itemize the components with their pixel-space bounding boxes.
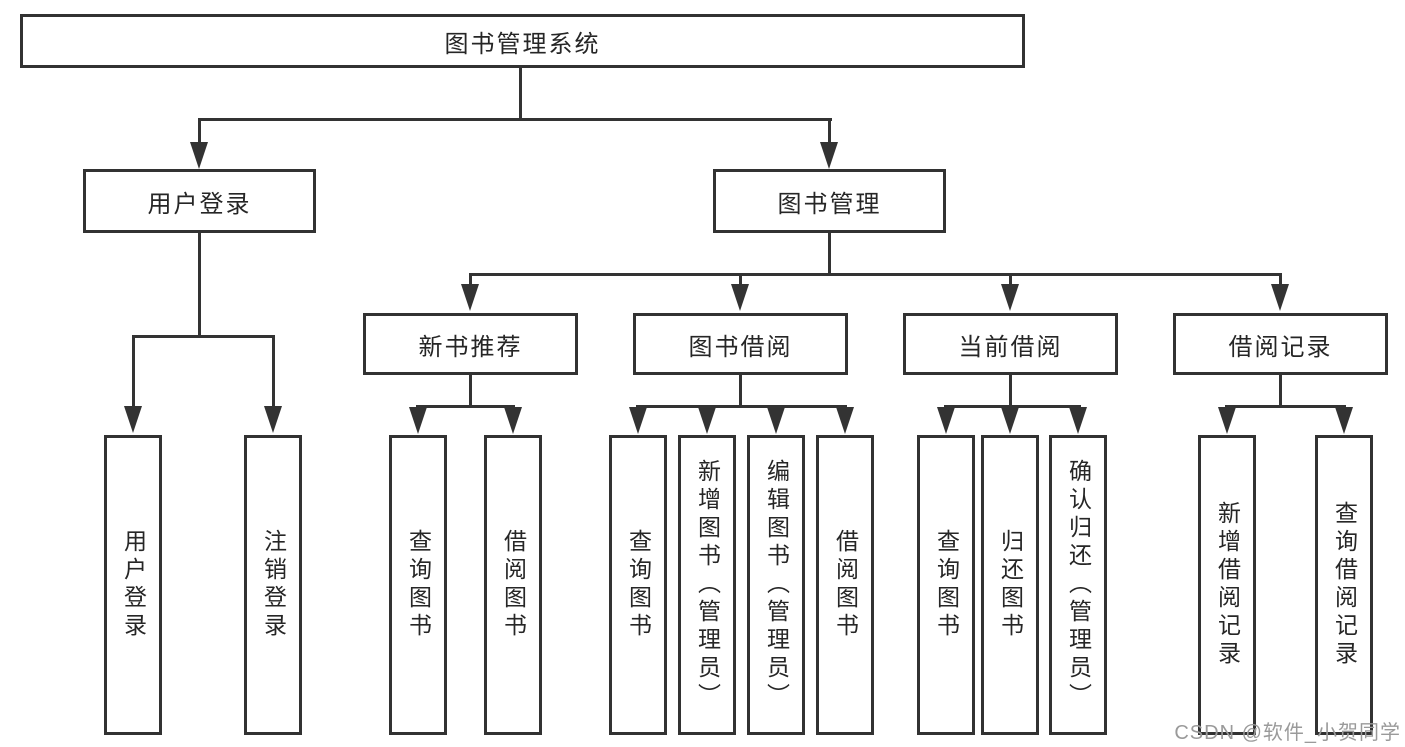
arrow-to-leaf-borrowing-add bbox=[698, 407, 716, 434]
leaf-borrowing-edit-books-admin: 编辑图书（管理员） bbox=[747, 435, 805, 735]
leaf-logout-label: 注销登录 bbox=[260, 529, 287, 641]
leaf-records-query-record: 查询借阅记录 bbox=[1315, 435, 1373, 735]
leaf-logout: 注销登录 bbox=[244, 435, 302, 735]
connector-book-management-split bbox=[469, 273, 1282, 276]
arrow-to-leaf-current-return bbox=[1001, 407, 1019, 434]
arrow-to-borrow-records bbox=[1271, 284, 1289, 311]
leaf-borrowing-borrow-books-label: 借阅图书 bbox=[832, 529, 859, 641]
node-book-borrowing-label: 图书借阅 bbox=[688, 333, 793, 361]
connector-book-management-drop bbox=[828, 118, 831, 144]
arrow-to-leaf-current-query bbox=[937, 407, 955, 434]
connector-current-borrowing-stem bbox=[1009, 375, 1012, 405]
arrow-to-leaf-borrowing-borrow bbox=[836, 407, 854, 434]
arrow-to-leaf-records-add bbox=[1218, 407, 1236, 434]
connector-leaf-logout-drop bbox=[272, 335, 275, 407]
leaf-borrowing-query-books-label: 查询图书 bbox=[625, 529, 652, 641]
node-user-login-label: 用户登录 bbox=[147, 190, 252, 218]
arrow-to-leaf-borrowing-edit bbox=[767, 407, 785, 434]
node-book-management: 图书管理 bbox=[713, 169, 946, 233]
node-root-label: 图书管理系统 bbox=[444, 30, 601, 58]
node-user-login: 用户登录 bbox=[83, 169, 316, 233]
arrow-to-leaf-user-login bbox=[124, 406, 142, 433]
connector-current-borrowing-drop bbox=[1009, 273, 1012, 285]
leaf-newbook-query-books-label: 查询图书 bbox=[405, 529, 432, 641]
connector-user-login-stem bbox=[198, 233, 201, 335]
leaf-current-return-books-label: 归还图书 bbox=[997, 529, 1024, 641]
node-book-management-label: 图书管理 bbox=[777, 190, 882, 218]
leaf-user-login: 用户登录 bbox=[104, 435, 162, 735]
arrow-to-leaf-logout bbox=[264, 406, 282, 433]
leaf-current-query-books: 查询图书 bbox=[917, 435, 975, 735]
connector-borrow-records-stem bbox=[1279, 375, 1282, 405]
leaf-newbook-query-books: 查询图书 bbox=[389, 435, 447, 735]
node-book-borrowing: 图书借阅 bbox=[633, 313, 848, 375]
connector-root-split bbox=[198, 118, 832, 121]
connector-book-borrowing-stem bbox=[739, 375, 742, 405]
leaf-user-login-label: 用户登录 bbox=[120, 529, 147, 641]
leaf-borrowing-borrow-books: 借阅图书 bbox=[816, 435, 874, 735]
arrow-to-leaf-current-confirm bbox=[1069, 407, 1087, 434]
leaf-records-add-record-label: 新增借阅记录 bbox=[1214, 501, 1241, 669]
leaf-newbook-borrow-books: 借阅图书 bbox=[484, 435, 542, 735]
connector-book-borrowing-split bbox=[636, 405, 847, 408]
connector-book-management-stem bbox=[828, 233, 831, 273]
arrow-to-leaf-borrowing-query bbox=[629, 407, 647, 434]
connector-book-borrowing-drop bbox=[739, 273, 742, 285]
node-current-borrowing-label: 当前借阅 bbox=[958, 333, 1063, 361]
connector-root-stem bbox=[519, 68, 522, 118]
connector-new-book-drop bbox=[469, 273, 472, 285]
node-current-borrowing: 当前借阅 bbox=[903, 313, 1118, 375]
arrow-to-current-borrowing bbox=[1001, 284, 1019, 311]
leaf-current-query-books-label: 查询图书 bbox=[933, 529, 960, 641]
leaf-borrowing-add-books-admin: 新增图书（管理员） bbox=[678, 435, 736, 735]
arrow-to-leaf-records-query bbox=[1335, 407, 1353, 434]
connector-leaf-user-login-drop bbox=[132, 335, 135, 407]
arrow-to-leaf-newbook-borrow bbox=[504, 407, 522, 434]
arrow-to-leaf-newbook-query bbox=[409, 407, 427, 434]
node-borrow-records-label: 借阅记录 bbox=[1228, 333, 1333, 361]
leaf-newbook-borrow-books-label: 借阅图书 bbox=[500, 529, 527, 641]
leaf-borrowing-query-books: 查询图书 bbox=[609, 435, 667, 735]
connector-borrow-records-drop bbox=[1279, 273, 1282, 285]
leaf-current-return-books: 归还图书 bbox=[981, 435, 1039, 735]
csdn-watermark: CSDN @软件_小贺同学 bbox=[1174, 722, 1401, 744]
connector-current-borrowing-split bbox=[944, 405, 1081, 408]
arrow-to-user-login bbox=[190, 142, 208, 169]
leaf-records-add-record: 新增借阅记录 bbox=[1198, 435, 1256, 735]
node-root: 图书管理系统 bbox=[20, 14, 1025, 68]
connector-user-login-split bbox=[132, 335, 275, 338]
arrow-to-book-management bbox=[820, 142, 838, 169]
leaf-borrowing-edit-books-admin-label: 编辑图书（管理员） bbox=[763, 459, 790, 711]
node-borrow-records: 借阅记录 bbox=[1173, 313, 1388, 375]
node-new-book-recommend: 新书推荐 bbox=[363, 313, 578, 375]
leaf-current-confirm-return-admin: 确认归还（管理员） bbox=[1049, 435, 1107, 735]
leaf-borrowing-add-books-admin-label: 新增图书（管理员） bbox=[694, 459, 721, 711]
leaf-records-query-record-label: 查询借阅记录 bbox=[1331, 501, 1358, 669]
connector-user-login-drop bbox=[198, 118, 201, 144]
connector-borrow-records-split bbox=[1225, 405, 1346, 408]
connector-new-book-stem bbox=[469, 375, 472, 405]
connector-new-book-split bbox=[416, 405, 515, 408]
leaf-current-confirm-return-admin-label: 确认归还（管理员） bbox=[1065, 459, 1092, 711]
arrow-to-book-borrowing bbox=[731, 284, 749, 311]
arrow-to-new-book-recommend bbox=[461, 284, 479, 311]
node-new-book-recommend-label: 新书推荐 bbox=[418, 333, 523, 361]
